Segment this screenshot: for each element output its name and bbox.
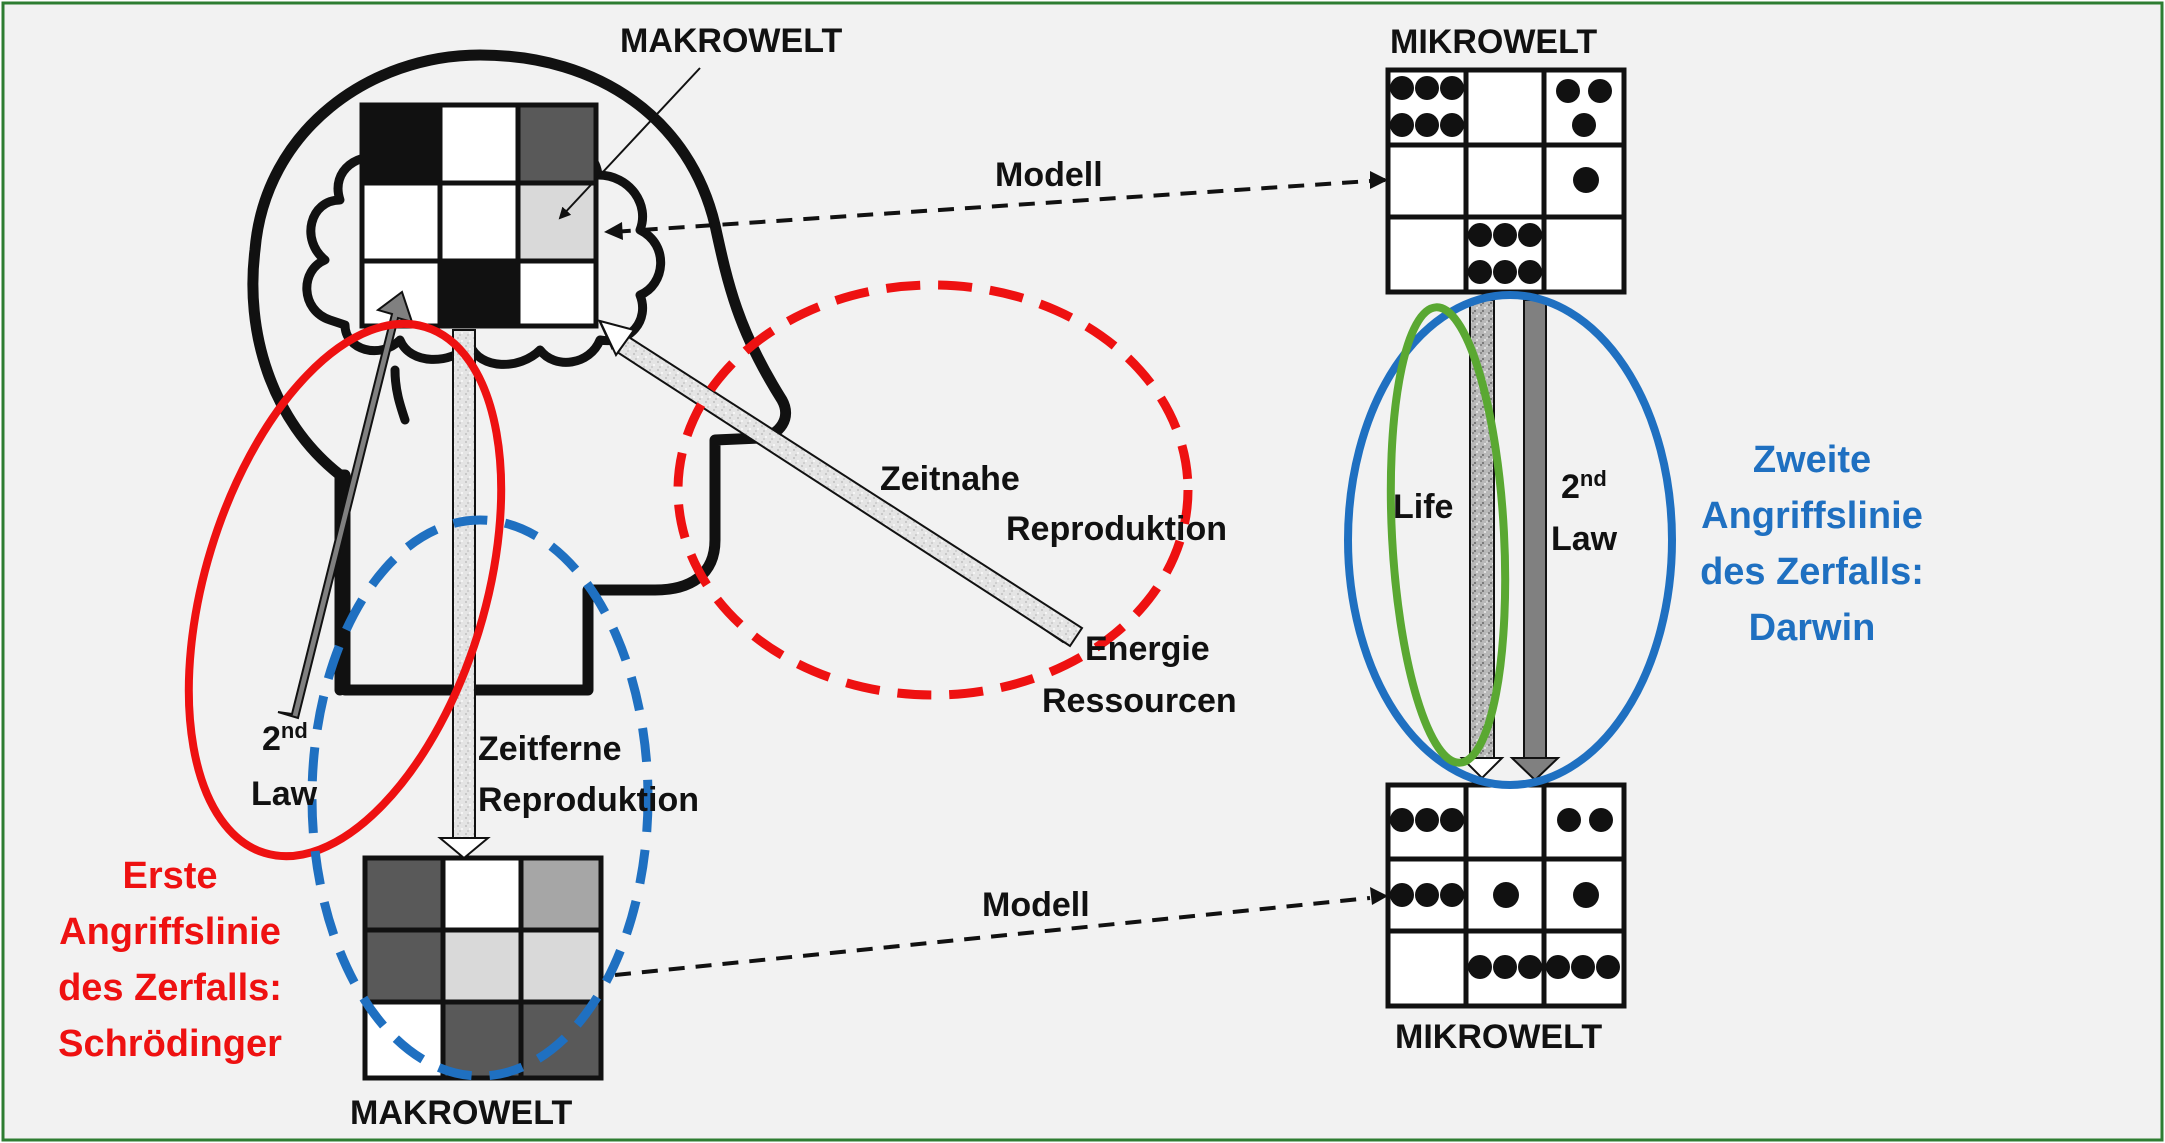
modell-top-label: Modell: [995, 156, 1103, 194]
life-green-ellipse: [1386, 303, 1510, 767]
energie-line1: Energie: [1085, 630, 1210, 668]
mikrowelt-top-grid: [1385, 67, 1627, 295]
makrowelt-bottom-label: MAKROWELT: [350, 1094, 572, 1132]
mikrowelt-top-label: MIKROWELT: [1390, 23, 1597, 61]
makrowelt-pointer-arrow: [558, 67, 701, 220]
erste-line1: Erste: [122, 855, 217, 897]
erste-line3: des Zerfalls:: [58, 967, 282, 1009]
mikrowelt-bottom-grid: [1385, 782, 1627, 1009]
modell-bottom-dashed-line: [614, 896, 1371, 977]
modell-top-arrowhead-left: [604, 222, 623, 240]
erste-line2: Angriffslinie: [59, 911, 281, 953]
zweite-line2: Angriffslinie: [1701, 495, 1923, 537]
darwin-blue-ellipse: [1344, 291, 1676, 789]
modell-bottom-arrowhead: [1370, 887, 1388, 905]
zeitferne-arrow: [437, 329, 491, 860]
zeitferne-line2: Reproduktion: [478, 781, 699, 819]
second-law-right-number: 2nd: [1561, 466, 1607, 506]
zweite-line4: Darwin: [1749, 607, 1876, 649]
energie-line2: Ressourcen: [1042, 682, 1237, 720]
modell-top-arrowhead-right: [1370, 171, 1388, 189]
second-law-left-number: 2nd: [262, 718, 308, 758]
second-law-right-word: Law: [1551, 520, 1618, 558]
zweite-line1: Zweite: [1753, 439, 1871, 481]
zeitnahe-line2: Reproduktion: [1006, 510, 1227, 548]
zeitferne-blue-dashed-ellipse: [307, 515, 653, 1081]
zeitnahe-arrow: [598, 319, 1084, 648]
zeitnahe-line1: Zeitnahe: [880, 460, 1020, 498]
second-law-left-word: Law: [251, 775, 318, 813]
life-label: Life: [1393, 488, 1453, 526]
zeitnahe-red-dashed-ellipse: [673, 280, 1193, 700]
erste-line4: Schrödinger: [58, 1023, 282, 1065]
modell-bottom-label: Modell: [982, 886, 1090, 924]
makrowelt-bottom-grid: [362, 855, 604, 1081]
erste-angriffslinie-text: Erste Angriffslinie des Zerfalls: Schröd…: [58, 855, 282, 1065]
mikrowelt-bottom-label: MIKROWELT: [1395, 1018, 1602, 1056]
zweite-angriffslinie-text: Zweite Angriffslinie des Zerfalls: Darwi…: [1700, 439, 1924, 649]
zweite-line3: des Zerfalls:: [1700, 551, 1924, 593]
makrowelt-top-label: MAKROWELT: [620, 22, 842, 60]
erste-red-ellipse: [184, 319, 506, 861]
zeitferne-line1: Zeitferne: [478, 730, 622, 768]
second-law-left-arrow: [277, 290, 414, 720]
makrowelt-top-grid: [359, 102, 599, 329]
modell-top-dashed-line: [611, 178, 1386, 234]
